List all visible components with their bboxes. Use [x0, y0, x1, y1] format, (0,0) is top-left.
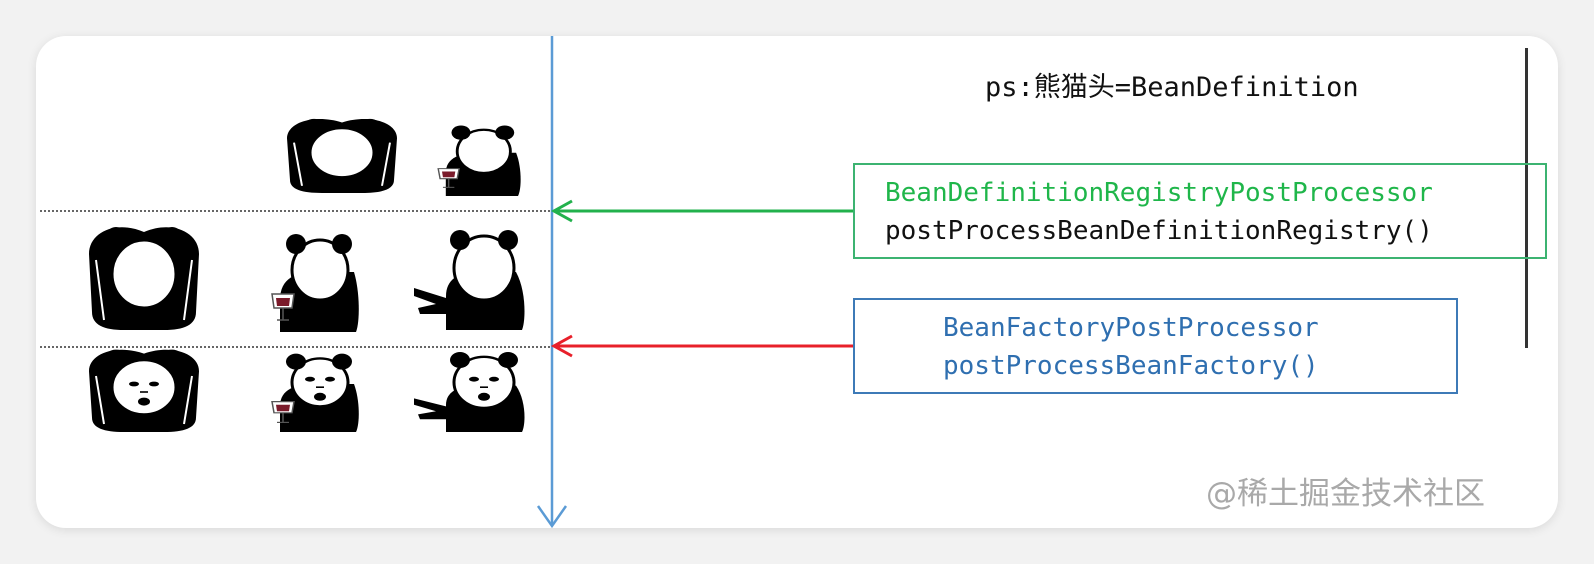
red-arrowhead [550, 334, 573, 358]
panda-pointing-icon [412, 228, 526, 332]
panda-face-pointing-icon [412, 350, 526, 434]
bean-factory-post-processor-box: BeanFactoryPostProcessor postProcessBean… [853, 298, 1458, 394]
caption-text: ps:熊猫头=BeanDefinition [985, 72, 1359, 103]
timeline-arrowhead [536, 505, 568, 529]
green-arrowhead [550, 199, 573, 223]
registry-post-processor-method: postProcessBeanDefinitionRegistry() [885, 216, 1433, 246]
panda-face-arms-up-icon [87, 348, 201, 434]
registry-post-processor-box: BeanDefinitionRegistryPostProcessor post… [853, 163, 1547, 259]
panda-arms-up-icon [285, 117, 399, 195]
panda-face-drinking-icon [270, 352, 361, 434]
card-edge [1525, 48, 1528, 348]
registry-post-processor-title: BeanDefinitionRegistryPostProcessor [885, 178, 1433, 208]
panda-drinking-icon [270, 232, 361, 334]
bean-factory-post-processor-method: postProcessBeanFactory() [943, 351, 1319, 381]
panda-arms-up-icon [87, 225, 201, 332]
bean-factory-post-processor-title: BeanFactoryPostProcessor [943, 313, 1319, 343]
watermark-text: @稀土掘金技术社区 [1206, 476, 1485, 512]
panda-drinking-icon [436, 124, 523, 198]
